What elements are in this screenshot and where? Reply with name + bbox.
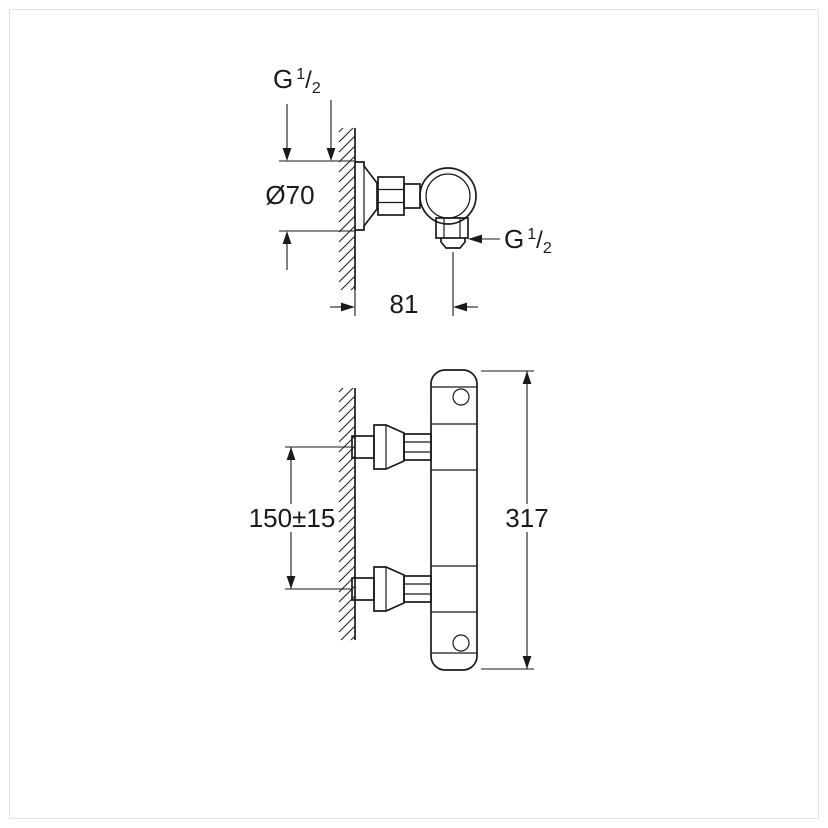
arrowhead-up-icon xyxy=(522,371,532,384)
dim-total-height: 317 xyxy=(481,370,549,670)
offset-label: 81 xyxy=(390,289,419,319)
handle-screw-bottom xyxy=(452,634,470,652)
arrowhead-down-icon xyxy=(286,576,296,589)
arrowhead-up-icon xyxy=(286,447,296,460)
escutcheon-front xyxy=(373,424,405,470)
connector-pipe xyxy=(403,183,421,209)
arrowhead-down-icon xyxy=(522,656,532,669)
escutcheon-side xyxy=(355,161,378,231)
outlet-nut xyxy=(435,217,469,239)
valve-body-outer xyxy=(419,167,477,225)
escutcheon-front xyxy=(373,566,405,612)
spacing-label: 150±15 xyxy=(249,503,336,533)
arrowhead-right-icon xyxy=(341,302,355,312)
dim-escutcheon-diameter: Ø70 xyxy=(265,104,354,270)
union-nut-side xyxy=(377,176,405,216)
wall-hatching-top xyxy=(338,127,356,291)
front-view: 150±15 317 xyxy=(249,369,549,671)
diameter-label: Ø70 xyxy=(265,180,314,210)
height-label: 317 xyxy=(505,503,548,533)
page-border xyxy=(9,9,819,819)
valve-body-inner xyxy=(425,173,471,219)
wall-hatching-bottom xyxy=(338,387,356,641)
wall-union-bottom xyxy=(351,566,432,612)
wall-union-top xyxy=(351,424,432,470)
arrowhead-down-icon xyxy=(282,148,292,161)
dim-wall-offset: 81 xyxy=(330,252,478,319)
arrowhead-left-icon xyxy=(468,234,482,244)
union-nut xyxy=(403,575,432,603)
thermostat-body xyxy=(430,369,478,671)
arrowhead-up-icon xyxy=(282,231,292,244)
union-nut xyxy=(403,433,432,461)
handle-screw-top xyxy=(452,388,470,406)
arrowhead-down-icon xyxy=(326,148,336,161)
dim-connection-spacing: 150±15 xyxy=(249,446,352,590)
arrowhead-left-icon xyxy=(453,302,467,312)
outlet-stub xyxy=(440,238,466,249)
